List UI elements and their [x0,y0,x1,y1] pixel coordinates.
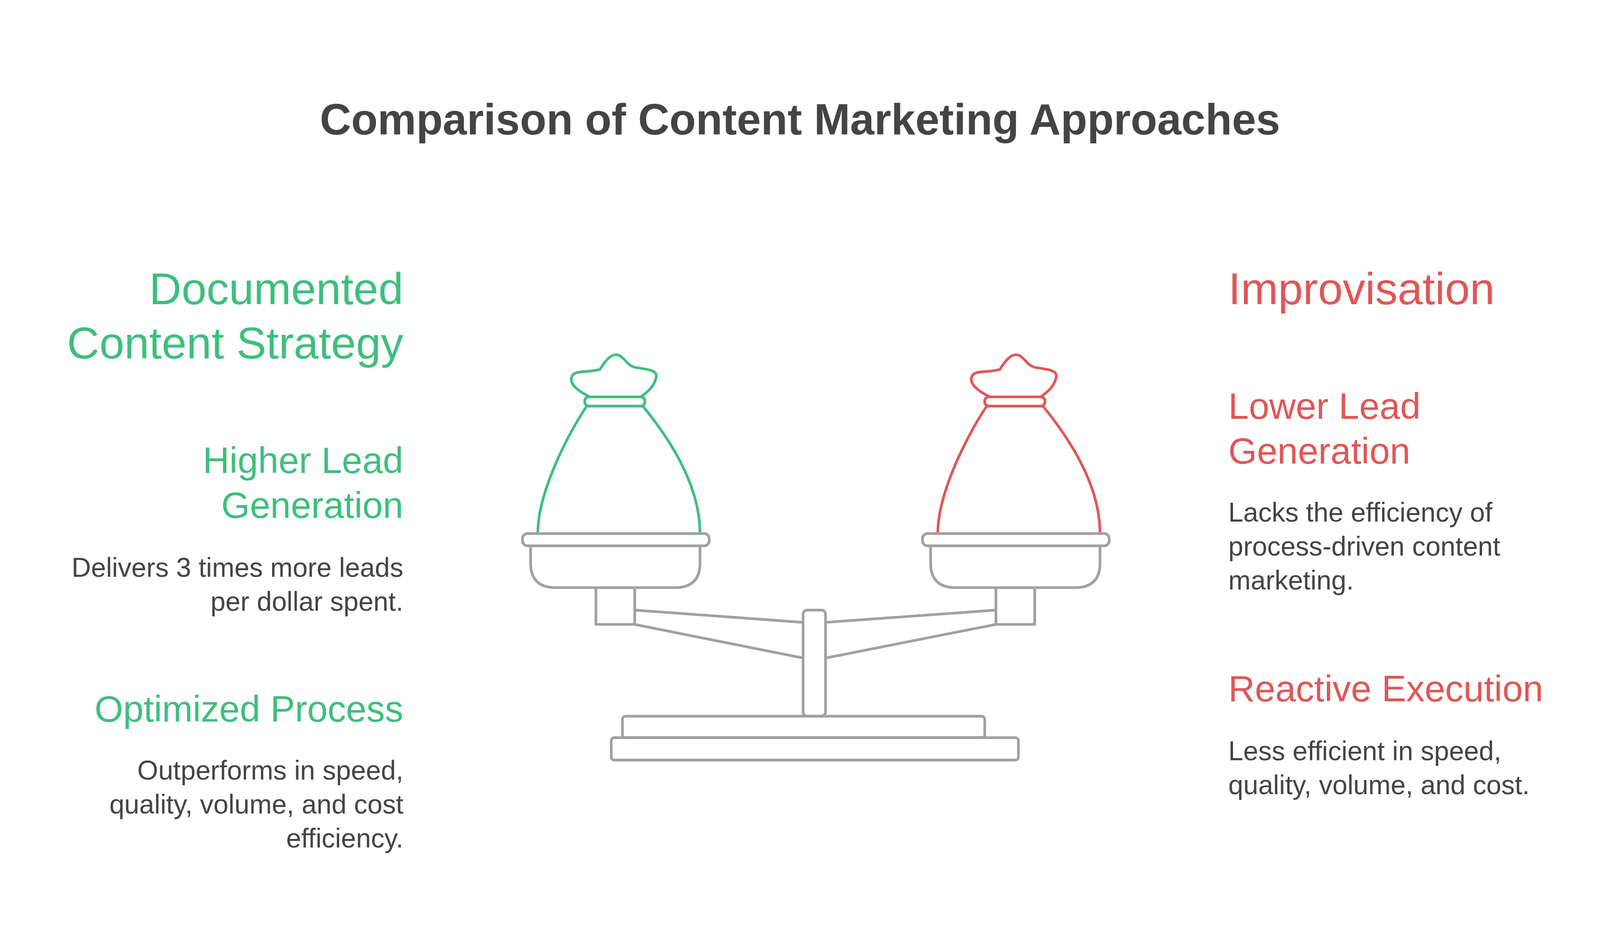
scale-upper-base [622,716,985,738]
column-heading: Improvisation [1228,261,1600,317]
point-heading: Reactive Execution [1228,666,1568,712]
point-description: Lacks the efficiency of process-driven c… [1228,495,1550,598]
point-heading: Lower Lead Generation [1228,383,1568,474]
bag-knot [571,354,657,398]
money-bag [937,406,1100,534]
pan-rim [922,533,1110,546]
point-heading: Optimized Process [63,686,404,732]
scale-lower-base [611,737,1019,761]
point-description: Outperforms in speed, quality, volume, a… [73,753,404,856]
money-bag [537,406,700,534]
left-pan-group [522,354,710,625]
pan-holder [595,587,635,625]
diagram-title: Comparison of Content Marketing Approach… [0,93,1600,146]
point-heading: Higher Lead Generation [63,438,404,528]
bag-tie [584,397,646,407]
pan-rim [522,533,710,546]
bag-knot [971,354,1057,398]
column-heading: Documented Content Strategy [25,261,404,371]
pan-bowl [930,545,1100,588]
pan-bowl [530,545,700,588]
point-description: Less efficient in speed, quality, volume… [1228,733,1559,802]
scale-pillar [803,610,826,717]
pan-holder [995,587,1035,625]
bag-tie [984,397,1046,407]
right-pan-group [922,354,1110,625]
point-description: Delivers 3 times more leads per dollar s… [44,550,404,619]
